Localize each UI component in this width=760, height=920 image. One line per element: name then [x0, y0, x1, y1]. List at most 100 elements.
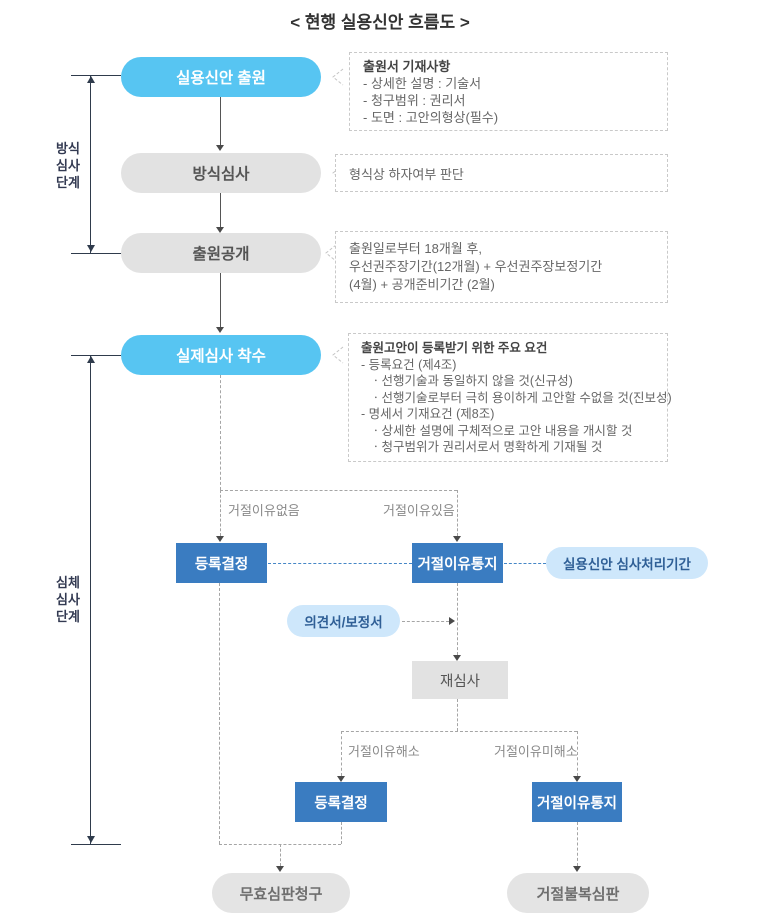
label-rejection-unresolved: 거절이유미해소 [494, 744, 578, 759]
note-formality: 형식상 하자여부 판단 [335, 154, 668, 192]
flow-dashed-line [341, 822, 342, 844]
node-formality-exam-pill: 방식심사 [121, 153, 321, 193]
bracket1-label-line: 심사 [56, 158, 80, 173]
flow-line [220, 273, 221, 327]
bracket2-label-line: 단계 [56, 609, 80, 624]
bracket1-label-line: 단계 [56, 175, 80, 190]
bracket2-label: 심체 심사 단계 [48, 574, 88, 625]
node-registration-decision-1: 등록결정 [176, 543, 267, 583]
bracket1-arrow-down-icon [87, 245, 95, 252]
bracket2-line [90, 355, 91, 844]
node-rejection-notice-1-label: 거절이유통지 [417, 556, 498, 573]
note-title: 출원서 기재사항 [363, 59, 451, 74]
flow-dashed-line [219, 583, 220, 844]
flow-dashed-line [577, 822, 578, 866]
node-substantive-exam-label: 실제심사 착수 [176, 348, 266, 365]
page-title: < 현행 실용신안 흐름도 > [290, 13, 470, 32]
bracket2-bottom-cap [71, 844, 121, 845]
flow-dashed-line [220, 375, 221, 490]
pill-opinion-amendment-label: 의견서/보정서 [304, 615, 383, 630]
node-registration-decision-2-label: 등록결정 [314, 795, 368, 812]
flow-dashed-line [341, 731, 342, 776]
bracket1-bottom-cap [71, 253, 121, 254]
node-registration-decision-1-label: 등록결정 [194, 556, 249, 573]
note-line: 우선권주장기간(12개월) + 우선권주장보정기간 [349, 259, 603, 274]
bracket1-line [90, 75, 91, 253]
flow-arrowhead-icon [453, 655, 461, 661]
node-rejection-notice-2: 거절이유통지 [532, 782, 622, 822]
note-line: - 청구범위 : 권리서 [363, 93, 466, 108]
flow-line [220, 97, 221, 145]
flow-dashed-line [341, 731, 577, 732]
node-invalidation-trial-request-label: 무효심판청구 [239, 885, 323, 903]
note-line: - 명세서 기재요건 (제8조) [361, 407, 495, 421]
node-substantive-exam-pill: 실제심사 착수 [121, 335, 321, 375]
note-line: ㆍ청구범위가 권리서로서 명확하게 기재될 것 [370, 440, 603, 454]
flow-dashed-line [220, 490, 457, 491]
flow-line [220, 193, 221, 227]
flow-dashed-line [457, 699, 458, 731]
bracket2-top-cap [71, 355, 121, 356]
flow-dashed-line [280, 844, 281, 866]
flow-arrowhead-icon [573, 776, 581, 782]
note-line: 형식상 하자여부 판단 [349, 166, 464, 182]
node-reexamination: 재심사 [412, 661, 508, 699]
flow-arrowhead-icon [216, 145, 224, 151]
flow-arrowhead-icon [216, 536, 224, 542]
bracket1-label: 방식 심사 단계 [48, 140, 88, 191]
bracket1-arrow-up-icon [87, 76, 95, 83]
pill-exam-processing-period: 실용신안 심사처리기간 [546, 547, 708, 579]
flow-arrowhead-icon [453, 536, 461, 542]
flow-dashed-line [457, 490, 458, 536]
node-rejection-appeal-trial-label: 거절불복심판 [536, 885, 620, 903]
bracket2-arrow-down-icon [87, 836, 95, 843]
flow-dashed-line-blue [504, 563, 546, 564]
note-connector-icon [332, 68, 344, 86]
label-rejection-resolved: 거절이유해소 [348, 744, 420, 759]
pill-opinion-amendment: 의견서/보정서 [287, 605, 400, 637]
label-rejection-reason-exists: 거절이유있음 [383, 503, 455, 518]
node-application-pill: 실용신안 출원 [121, 57, 321, 97]
flow-dashed-line [402, 621, 449, 622]
note-connector-icon [325, 244, 337, 262]
node-formality-exam-label: 방식심사 [192, 166, 250, 183]
flow-arrowhead-icon [337, 776, 345, 782]
note-application: 출원서 기재사항 - 상세한 설명 : 기술서 - 청구범위 : 권리서 - 도… [349, 52, 668, 131]
note-title: 출원고안이 등록받기 위한 주요 요건 [361, 341, 548, 355]
note-line: - 등록요건 (제4조) [361, 357, 457, 372]
bracket1-label-line: 방식 [56, 141, 80, 156]
node-registration-decision-2: 등록결정 [295, 782, 387, 822]
node-rejection-notice-2-label: 거절이유통지 [536, 795, 618, 812]
bracket2-label-line: 심체 [56, 575, 80, 590]
note-line: - 상세한 설명 : 기술서 [363, 76, 482, 91]
bracket2-arrow-up-icon [87, 356, 95, 363]
node-application-label: 실용신안 출원 [176, 70, 266, 87]
note-line: - 도면 : 고안의형상(필수) [363, 110, 499, 125]
flow-arrowhead-icon [216, 327, 224, 333]
flow-dashed-line-blue [268, 563, 412, 564]
note-line: (4월) + 공개준비기간 (2월) [349, 277, 495, 292]
flow-arrowhead-icon [216, 227, 224, 233]
bracket2-label-line: 심사 [56, 592, 80, 607]
pill-exam-processing-period-label: 실용신안 심사처리기간 [563, 557, 691, 572]
flow-dashed-line [577, 731, 578, 776]
bracket1-top-cap [71, 75, 121, 76]
node-rejection-appeal-trial: 거절불복심판 [507, 873, 649, 913]
flow-dashed-line [220, 490, 221, 536]
note-line: ㆍ선행기술로부터 극히 용이하게 고안할 수없을 것(진보성) [370, 390, 672, 405]
node-reexamination-label: 재심사 [439, 673, 481, 690]
note-line: ㆍ상세한 설명에 구체적으로 고안 내용을 개시할 것 [370, 423, 633, 438]
flow-dashed-line [457, 583, 458, 655]
node-invalidation-trial-request: 무효심판청구 [212, 873, 350, 913]
note-substantive: 출원고안이 등록받기 위한 주요 요건 - 등록요건 (제4조) ㆍ선행기술과 … [348, 333, 672, 462]
note-line: 출원일로부터 18개월 후, [349, 241, 482, 256]
note-connector-icon [332, 346, 344, 364]
note-publication: 출원일로부터 18개월 후, 우선권주장기간(12개월) + 우선권주장보정기간… [335, 231, 668, 303]
note-line: ㆍ선행기술과 동일하지 않을 것(신규성) [370, 374, 573, 388]
flow-arrowhead-icon [449, 617, 455, 625]
node-rejection-notice-1: 거절이유통지 [412, 543, 503, 583]
flow-arrowhead-icon [573, 866, 581, 872]
label-no-rejection-reason: 거절이유없음 [228, 503, 300, 518]
node-publication-label: 출원공개 [192, 246, 250, 263]
